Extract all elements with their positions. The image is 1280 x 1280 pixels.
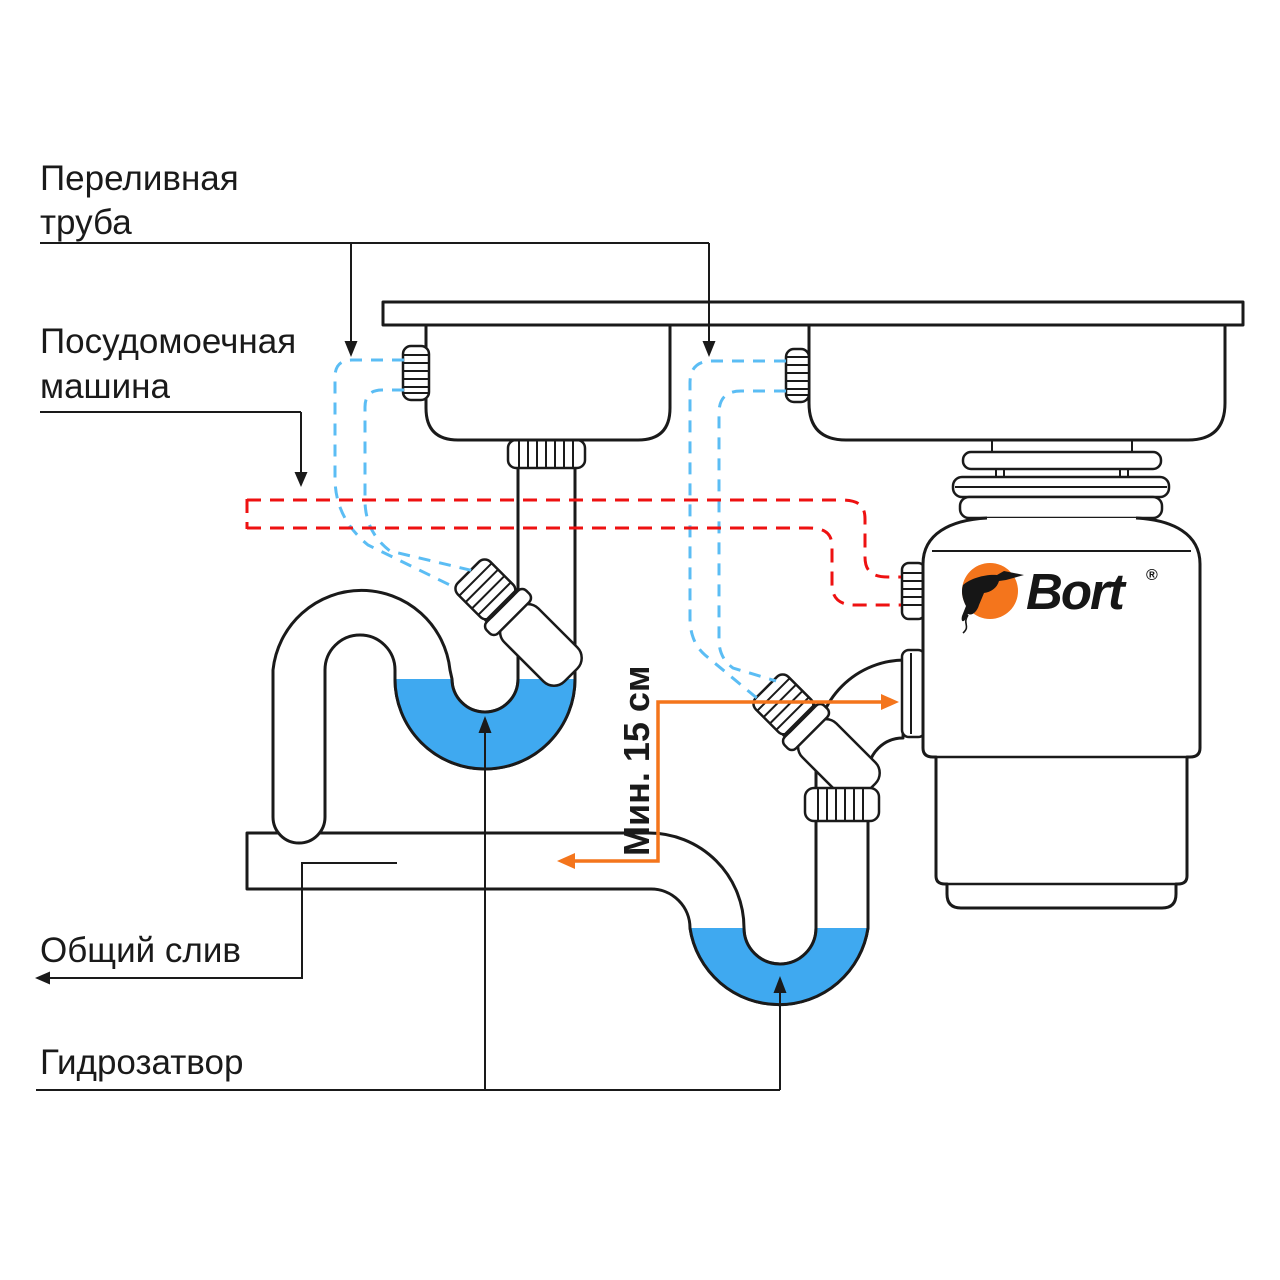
overflow-pipe-text-line2: труба <box>40 203 132 242</box>
drill-cord <box>962 614 969 634</box>
right-trap-coupling <box>803 786 881 823</box>
right-trap-water <box>688 927 870 1007</box>
registered-mark: ® <box>1146 567 1158 584</box>
label-water-trap: Гидрозатвор <box>36 716 787 1091</box>
label-dishwasher: Посудомоечная машина <box>40 322 308 487</box>
dishwasher-hose <box>245 498 901 607</box>
left-drain-coupling <box>506 438 587 470</box>
common-drain-text: Общий слив <box>40 931 241 970</box>
disposer-dishwasher-inlet-port <box>900 561 927 621</box>
brand-name: Bort <box>1026 563 1127 620</box>
label-common-drain: Общий слив <box>35 862 397 985</box>
overflow-pipe-text-line1: Переливная <box>40 159 239 198</box>
overflow-hose-right <box>688 359 786 701</box>
min-height-label: Мин. 15 см <box>616 665 657 856</box>
arrow-up-left-trap <box>478 716 492 733</box>
left-sink-overflow-port <box>401 344 431 402</box>
disposer-mount-flange <box>951 450 1171 520</box>
left-overflow-tee <box>454 558 583 687</box>
min-height-dimension: Мин. 15 см <box>557 665 899 869</box>
overflow-hose-left <box>333 358 475 590</box>
arrow-down-left-overflow <box>344 341 358 357</box>
bort-logo: Bort ® <box>961 563 1158 634</box>
arrow-left-common-drain <box>35 971 50 985</box>
dimension-arrow-right <box>881 694 899 710</box>
arrow-up-right-trap <box>773 976 787 993</box>
right-sink-bowl <box>807 325 1227 453</box>
dishwasher-text-line1: Посудомоечная <box>40 322 296 361</box>
dishwasher-text-line2: машина <box>40 367 170 406</box>
water-trap-text: Гидрозатвор <box>40 1043 243 1082</box>
label-overflow-pipe: Переливная труба <box>40 159 716 357</box>
drill-icon <box>961 571 1024 622</box>
left-sink-bowl <box>424 325 672 442</box>
arrow-down-dishwasher <box>294 472 308 487</box>
right-sink-overflow-port <box>784 347 811 404</box>
countertop <box>381 300 1245 327</box>
arrow-down-right-overflow <box>702 341 716 357</box>
dimension-arrow-left <box>557 853 575 869</box>
